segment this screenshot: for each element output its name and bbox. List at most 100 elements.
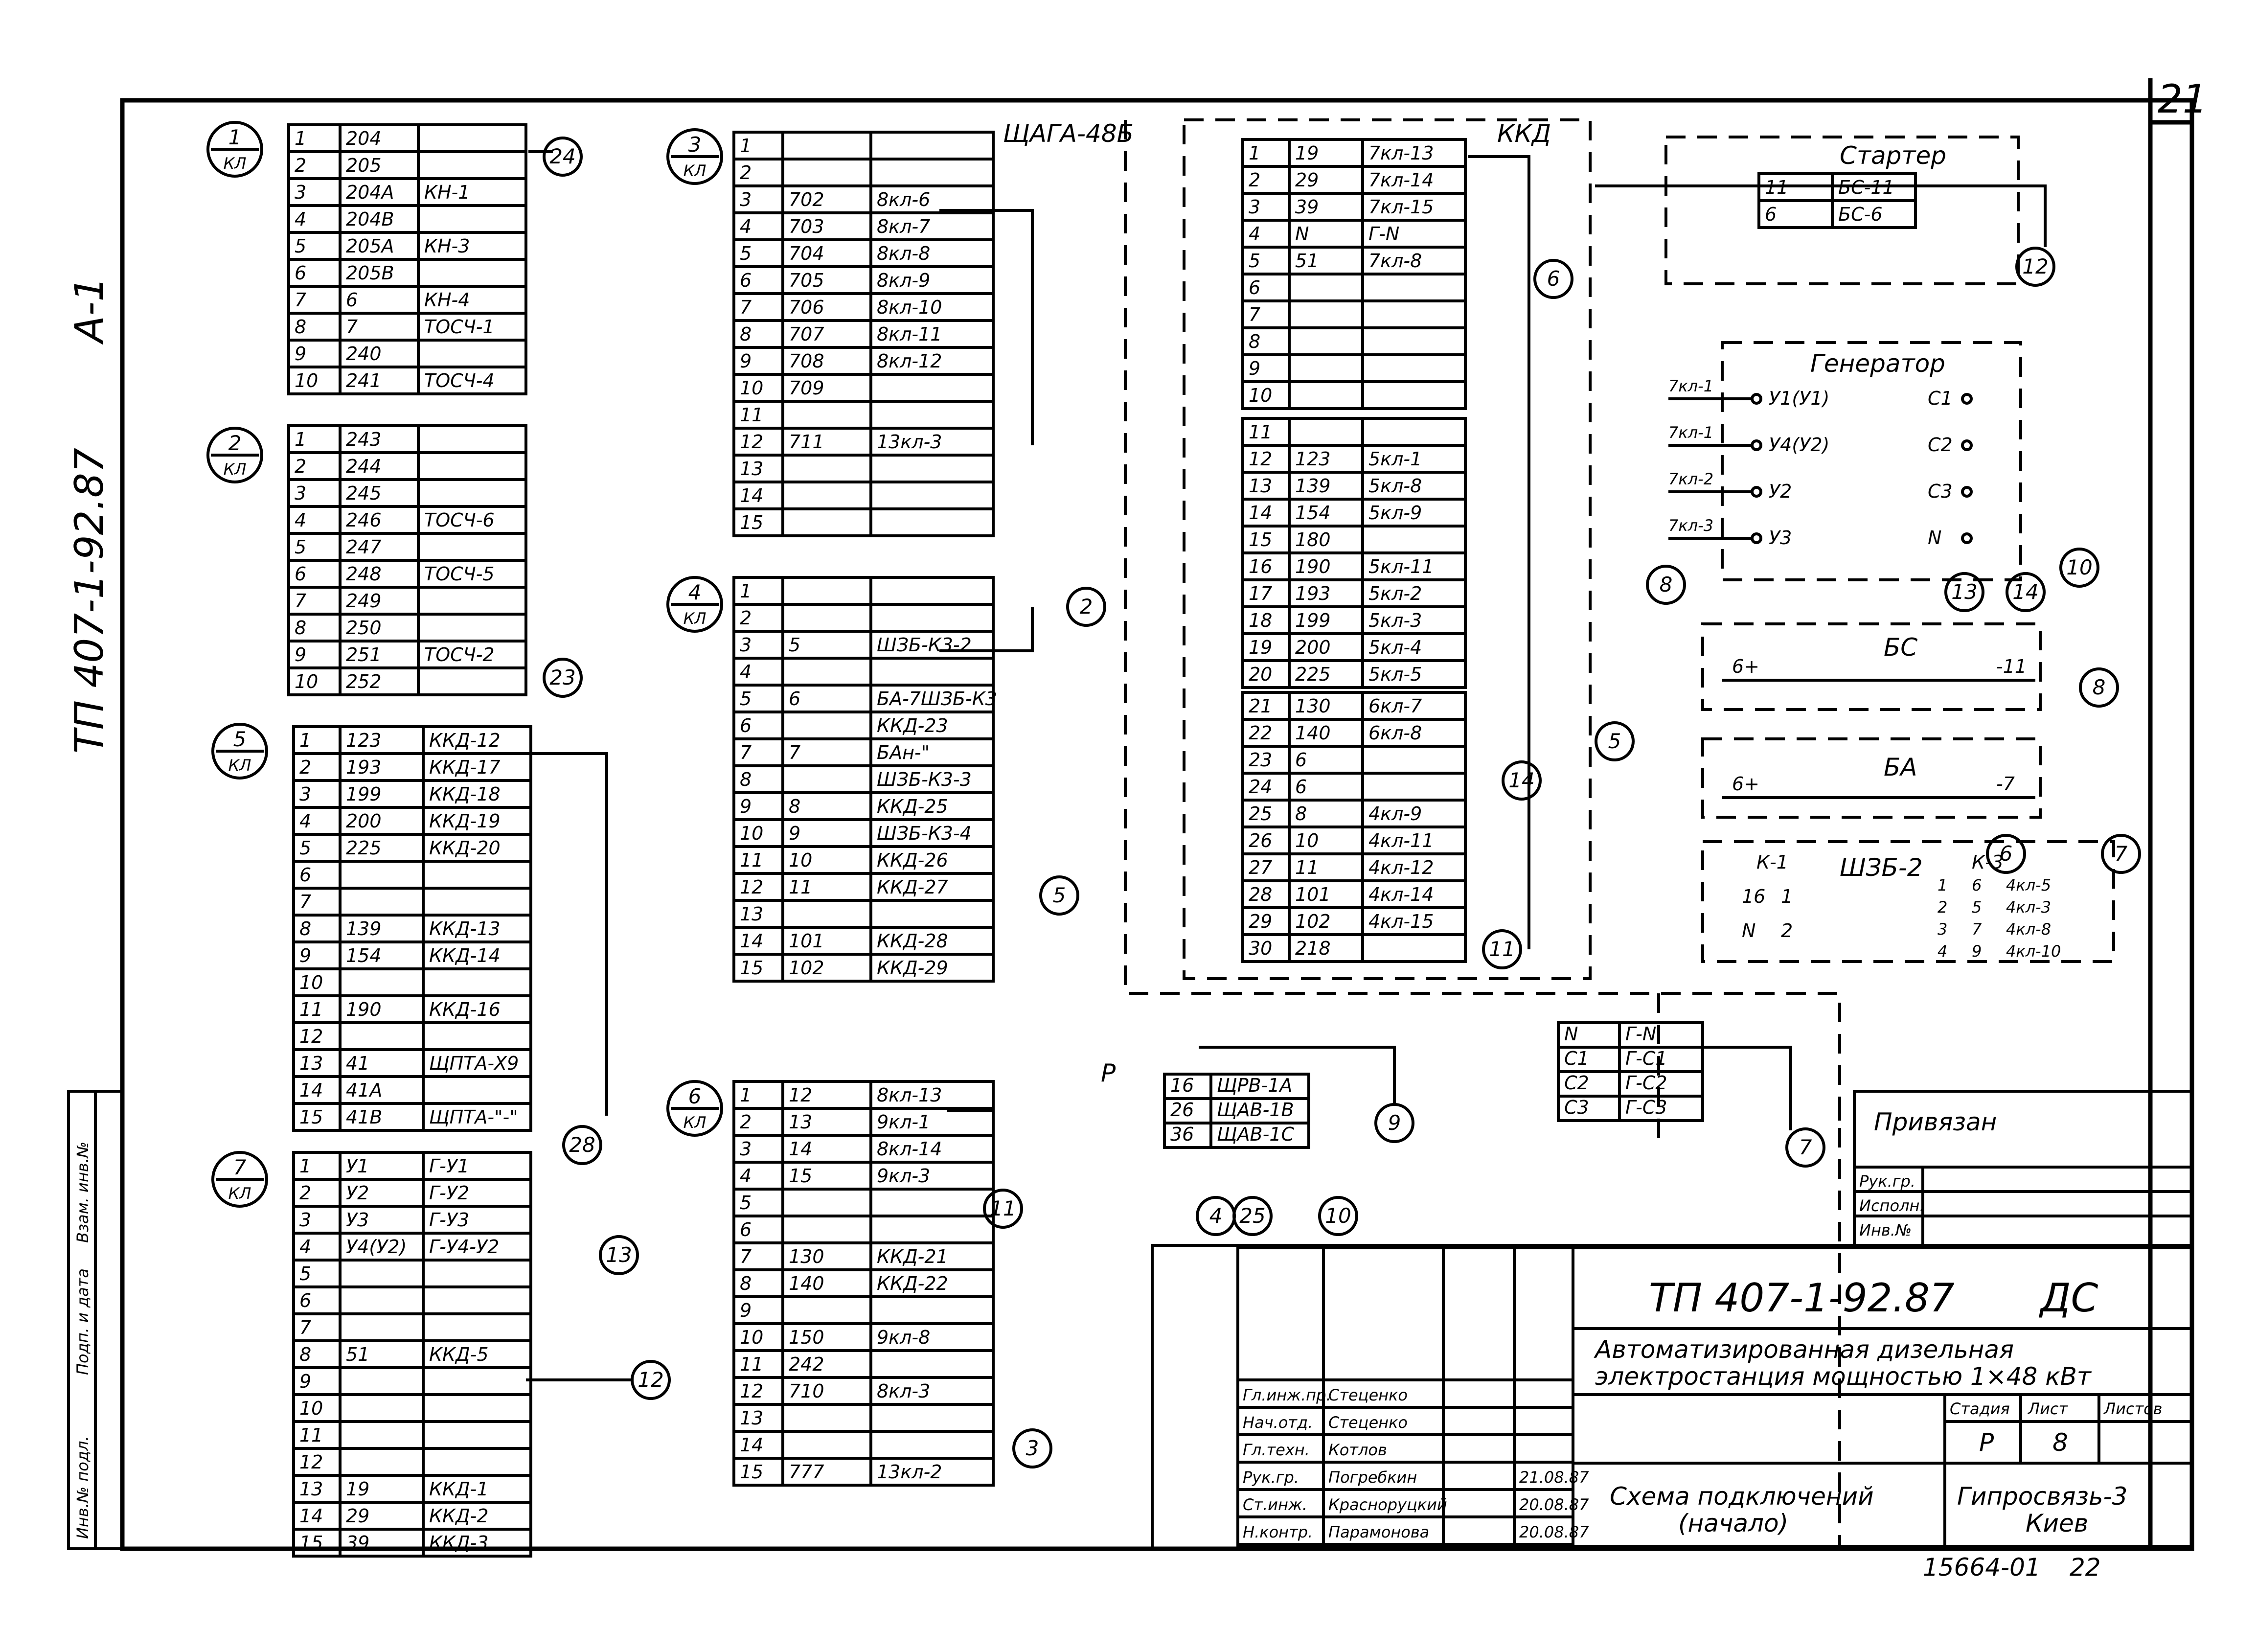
table-cell: 240 [346,343,382,365]
tag-kl4-tag: КЛ [684,609,707,628]
ref-bubble-label: 24 [549,144,575,168]
ref-bubble-label: 2 [1080,595,1093,619]
table-cell: N [1564,1023,1578,1045]
gen-pin-left: У1(У1) [1769,388,1829,409]
table-cell: 10 [789,849,812,871]
stamp-name: Красноруцкий [1328,1495,1447,1514]
gen-pin-right: N [1928,527,1941,549]
tag-kl7-tag: КЛ [228,1184,251,1203]
label-shzb: ШЗБ-2 [1840,853,1923,882]
tag-kl4-number: 4 [688,580,702,604]
table-cell: 1 [299,1155,311,1177]
table-cell: 29 [346,1505,369,1527]
wire-gen-10 [1703,1046,1792,1130]
gen-pin-left: У3 [1769,527,1792,549]
label-kkd: ККД [1497,119,1551,148]
table-cell: 5кл-3 [1368,610,1422,631]
ref-bubble-circle [599,1235,639,1275]
table-cell: 29 [1249,911,1272,932]
table-cell: 28 [1249,884,1272,905]
tag-kl5-number: 5 [233,727,247,751]
table-cell: 6 [299,864,311,886]
table-cell: 777 [789,1461,824,1483]
table-cell: 2 [740,607,752,629]
table-cell: 7 [295,590,306,612]
table-cell: 225 [1295,664,1331,685]
table-cell: 8кл-14 [877,1138,942,1160]
table-cell: 702 [789,189,824,210]
table-cell: 154 [1295,502,1331,524]
table-cell: 29 [1295,169,1319,191]
shzb-right-wire: 4кл-5 [2006,876,2051,895]
table-cell: 7 [299,1317,311,1338]
table-cell: 2 [299,1182,311,1204]
table-cell: 204 [346,128,382,149]
table-cell: 9 [740,1300,752,1321]
table-cell: 12 [740,431,763,453]
table-cell: 11 [299,1424,323,1446]
table-cell: 6 [346,289,358,311]
table-cell: 14 [1249,502,1272,524]
table-cell: 3 [299,783,311,805]
table-cell: 130 [789,1246,824,1267]
ref-bubble-circle [1986,834,2026,874]
table-cell: 703 [789,216,824,237]
table-cell: 23 [1249,749,1272,771]
stamp-role: Рук.гр. [1243,1468,1299,1487]
gen-pin-right: С3 [1928,481,1953,502]
table-cell: 4 [740,216,752,237]
shzb-left-pin: 2 [1781,920,1793,941]
table-cell: 2 [295,456,306,477]
table-cell: 7кл-14 [1368,169,1434,191]
table-cell: 180 [1295,529,1331,551]
wire-starter-8 [1595,184,2047,247]
table-cell: 8кл-9 [877,270,930,291]
table-cell: 6 [1295,776,1307,798]
stamp-name: Погребкин [1328,1468,1417,1487]
table-cell: 18 [1249,610,1272,631]
table-cell: 10 [740,1327,763,1348]
gen-pin-left: У4(У2) [1769,434,1829,456]
label-p: Р [1101,1059,1116,1087]
table-cell: 252 [346,671,382,692]
gen-pin-right: С2 [1928,434,1953,456]
ref-bubble-label: 6 [1547,267,1560,291]
table-cell: У1 [346,1155,369,1177]
table-cell: 8кл-8 [877,243,930,264]
table-cell: 5кл-5 [1368,664,1422,685]
table-cell: 24 [1249,776,1272,798]
table-cell: ТОСЧ-5 [424,563,495,585]
stage-value: Р [1979,1428,1994,1457]
stage-header: Стадия [1950,1400,2010,1418]
gen-pin-terminal [1961,486,1973,498]
table-cell: 6 [1765,204,1777,225]
table-cell: 8 [789,796,800,817]
table-cell: 8 [1249,331,1260,352]
table-cell: 10 [295,370,318,391]
table-cell: 154 [346,945,382,966]
table-cell: 12 [299,1451,323,1473]
table-cell: 7 [740,1246,752,1267]
table-cell: ККД-12 [429,730,501,751]
gen-wire-tag: 7кл-1 [1668,423,1713,442]
tag-kl7-number: 7 [233,1155,247,1179]
table-cell: 8кл-11 [877,323,942,345]
table-cell: 15 [1249,529,1272,551]
gen-pin-left: У2 [1769,481,1792,502]
table-cell: 1 [1249,142,1260,164]
binding-row: Рук.гр. [1859,1172,1915,1191]
table-cell: 5кл-11 [1368,556,1434,577]
table-cell: ККД-25 [877,796,948,817]
table-cell: 10 [299,1398,323,1419]
table-cell: 6 [740,1219,752,1240]
table-cell: 10 [295,671,318,692]
ba-box [1701,737,2042,819]
table-cell: 3 [299,1209,311,1231]
table-cell: ККД-19 [429,810,501,832]
table-cell: ККД-26 [877,849,948,871]
wire-kl5 [526,752,608,1116]
table-cell: 6 [299,1290,311,1311]
table-cell: 246 [346,509,382,531]
